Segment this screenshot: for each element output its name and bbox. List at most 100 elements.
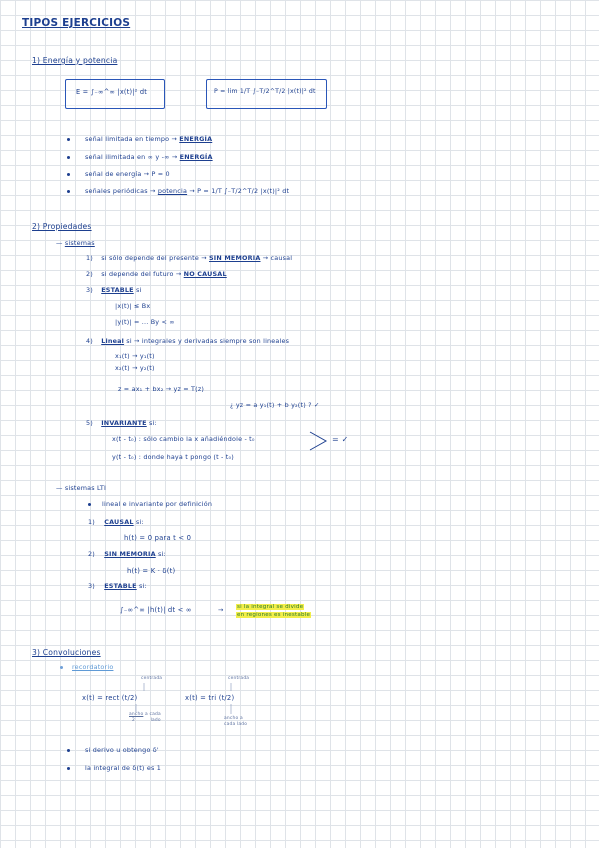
- bullet-dot: [67, 190, 70, 193]
- sistemas-label: — sistemas: [56, 239, 95, 247]
- prop-4-suffix: si: [126, 337, 132, 345]
- section-2-heading-text: 2) Propiedades: [32, 222, 92, 231]
- prop-4-text: integrales y derivadas siempre son linea…: [141, 337, 290, 345]
- arrow-icon: →: [175, 270, 184, 278]
- lti-3-suffix: si:: [138, 582, 147, 590]
- rect-ancho-note-2: a cada: [144, 712, 161, 717]
- prop-5-suffix: si:: [148, 419, 157, 427]
- prop-5-label: INVARIANTE: [101, 419, 147, 427]
- prop-1: 1) si sólo depende del presente → SIN ME…: [86, 254, 292, 262]
- lti-2-num: 2): [88, 550, 95, 558]
- prop-4-yz: yz = T(z): [173, 385, 205, 393]
- s1-bullet-1: señal limitada en tiempo → ENERGÍA: [85, 135, 212, 143]
- greater-than-brace: [309, 431, 328, 451]
- tri-function: x(t) = tri (t/2): [185, 694, 235, 702]
- rect-centrada-note: centrada: [141, 676, 163, 681]
- lti-1-label: CAUSAL: [104, 518, 134, 526]
- arrow-icon: →: [201, 254, 209, 262]
- prop-5-equals: = ✓: [332, 435, 349, 444]
- s3-bullet-1: si derivo u obtengo δ': [85, 746, 159, 754]
- prop-5-line-1: x(t - t₀) : sólo cambio la x añadiéndole…: [112, 435, 255, 443]
- prop-1-text: si sólo depende del presente: [101, 254, 199, 262]
- arrow-icon: →: [218, 606, 224, 614]
- rect-function: x(t) = rect (t/2): [82, 694, 138, 702]
- s1-b4-result: potencia: [157, 187, 188, 195]
- s3-bullet-2: la integral de δ(t) es 1: [85, 764, 162, 772]
- bullet-dot: [88, 503, 91, 506]
- prop-4-num: 4): [86, 337, 93, 345]
- prop-4-line-3: z = ax₁ + bx₂ → yz = T(z): [118, 385, 204, 393]
- lti-1-suffix: si:: [135, 518, 144, 526]
- tri-ancho-note-2: cada lado: [224, 721, 248, 727]
- s1-b2-result: ENERGÍA: [179, 153, 213, 161]
- lti-1-formula: h(t) = 0 para t < 0: [124, 534, 192, 542]
- prop-3-label: ESTABLE: [101, 286, 134, 294]
- s1-bullet-3: señal de energía → P = 0: [85, 170, 170, 178]
- prop-4-line-2: x₂(t) → y₂(t): [115, 364, 155, 372]
- lti-3-formula: ∫₋∞^∞ |h(t)| dt < ∞: [120, 606, 192, 614]
- rect-ancho-note: ancho a cada 2 lado: [129, 712, 161, 723]
- lti-3-note-line-2: en regiones es inestable: [236, 612, 312, 618]
- section-1-heading-text: 1) Energía y potencia: [32, 56, 118, 65]
- prop-5-line-2: y(t - t₀) : donde haya t pongo (t - t₀): [112, 453, 234, 461]
- prop-4-line-4: ¿ yz = a y₁(t) + b y₂(t) ? ✓: [230, 401, 320, 409]
- section-1-heading: 1) Energía y potencia: [32, 56, 117, 65]
- lti-bullet: lineal e invariante por definición: [102, 500, 213, 508]
- lti-prop-1: 1) CAUSAL si:: [88, 518, 144, 526]
- s1-bullet-2: señal ilimitada en ∞ y -∞ → ENERGÍA: [85, 153, 213, 161]
- bullet-dot: [67, 767, 70, 770]
- rect-ancho-note-3: lado: [150, 717, 161, 723]
- s1-b1-text: señal limitada en tiempo: [85, 135, 170, 143]
- prop-4-line-1: x₁(t) → y₁(t): [115, 352, 155, 360]
- prop-4-label: Lineal: [101, 337, 125, 345]
- bullet-dot: [60, 666, 63, 669]
- section-2-heading: 2) Propiedades: [32, 222, 92, 231]
- prop-4: 4) Lineal si → integrales y derivadas si…: [86, 337, 289, 345]
- tri-ancho-note: ancho a cada lado: [224, 716, 247, 727]
- prop-2: 2) si depende del futuro → NO CAUSAL: [86, 270, 227, 278]
- arrow-icon: →: [171, 153, 180, 161]
- prop-3-line-1: |x(t)| ≤ Bx: [115, 302, 151, 310]
- arrow-icon: →: [134, 337, 142, 345]
- section-3-heading-text: 3) Convoluciones: [32, 648, 101, 657]
- lti-text: sistemas LTI: [64, 484, 107, 492]
- lti-3-note-line-1: si la integral se divide: [236, 604, 305, 610]
- arrow-icon: →: [150, 187, 158, 195]
- lti-2-suffix: si:: [157, 550, 166, 558]
- power-formula-box: [206, 79, 327, 109]
- prop-3-suffix: si: [135, 286, 142, 294]
- bullet-dot: [67, 156, 70, 159]
- bullet-dot: [67, 138, 70, 141]
- lti-prop-2: 2) SIN MEMORIA si:: [88, 550, 166, 558]
- rect-ancho-note-1: ancho: [129, 712, 144, 717]
- section-3-heading: 3) Convoluciones: [32, 648, 101, 657]
- energy-formula-box: [65, 79, 165, 109]
- lti-3-num: 3): [88, 582, 95, 590]
- s1-b3-text: señal de energía: [85, 170, 142, 178]
- prop-2-end: NO CAUSAL: [183, 270, 227, 278]
- bullet-dot: [67, 749, 70, 752]
- energy-formula: E = ∫₋∞^∞ |x(t)|² dt: [76, 88, 147, 96]
- recordatorio-text: recordatorio: [72, 663, 114, 671]
- bullet-dot: [67, 173, 70, 176]
- lti-2-formula: h(t) = K · δ(t): [127, 567, 176, 575]
- lti-3-label: ESTABLE: [104, 582, 137, 590]
- lti-3-note: si la integral se divide en regiones es …: [236, 603, 312, 619]
- prop-3: 3) ESTABLE si: [86, 286, 141, 294]
- prop-3-line-2: |y(t)| = ... By < ∞: [115, 318, 175, 326]
- tri-centrada-note: centrada: [228, 676, 250, 681]
- prop-5-num: 5): [86, 419, 93, 427]
- lti-2-label: SIN MEMORIA: [104, 550, 156, 558]
- prop-1-num: 1): [86, 254, 93, 262]
- lti-label: — sistemas LTI: [56, 484, 107, 492]
- lti-1-num: 1): [88, 518, 95, 526]
- tri-ancho-note-1: ancho a: [224, 716, 243, 721]
- prop-5: 5) INVARIANTE si:: [86, 419, 157, 427]
- s1-b2-text: señal ilimitada en ∞ y -∞: [85, 153, 170, 161]
- s1-bullet-4: señales periódicas → potencia → P = 1/T …: [85, 187, 289, 195]
- recordatorio: recordatorio: [72, 663, 113, 671]
- arrow-icon: →: [171, 135, 180, 143]
- arrow-icon: →: [189, 187, 198, 195]
- power-formula: P = lim 1/T ∫₋T/2^T/2 |x(t)|² dt: [214, 88, 316, 95]
